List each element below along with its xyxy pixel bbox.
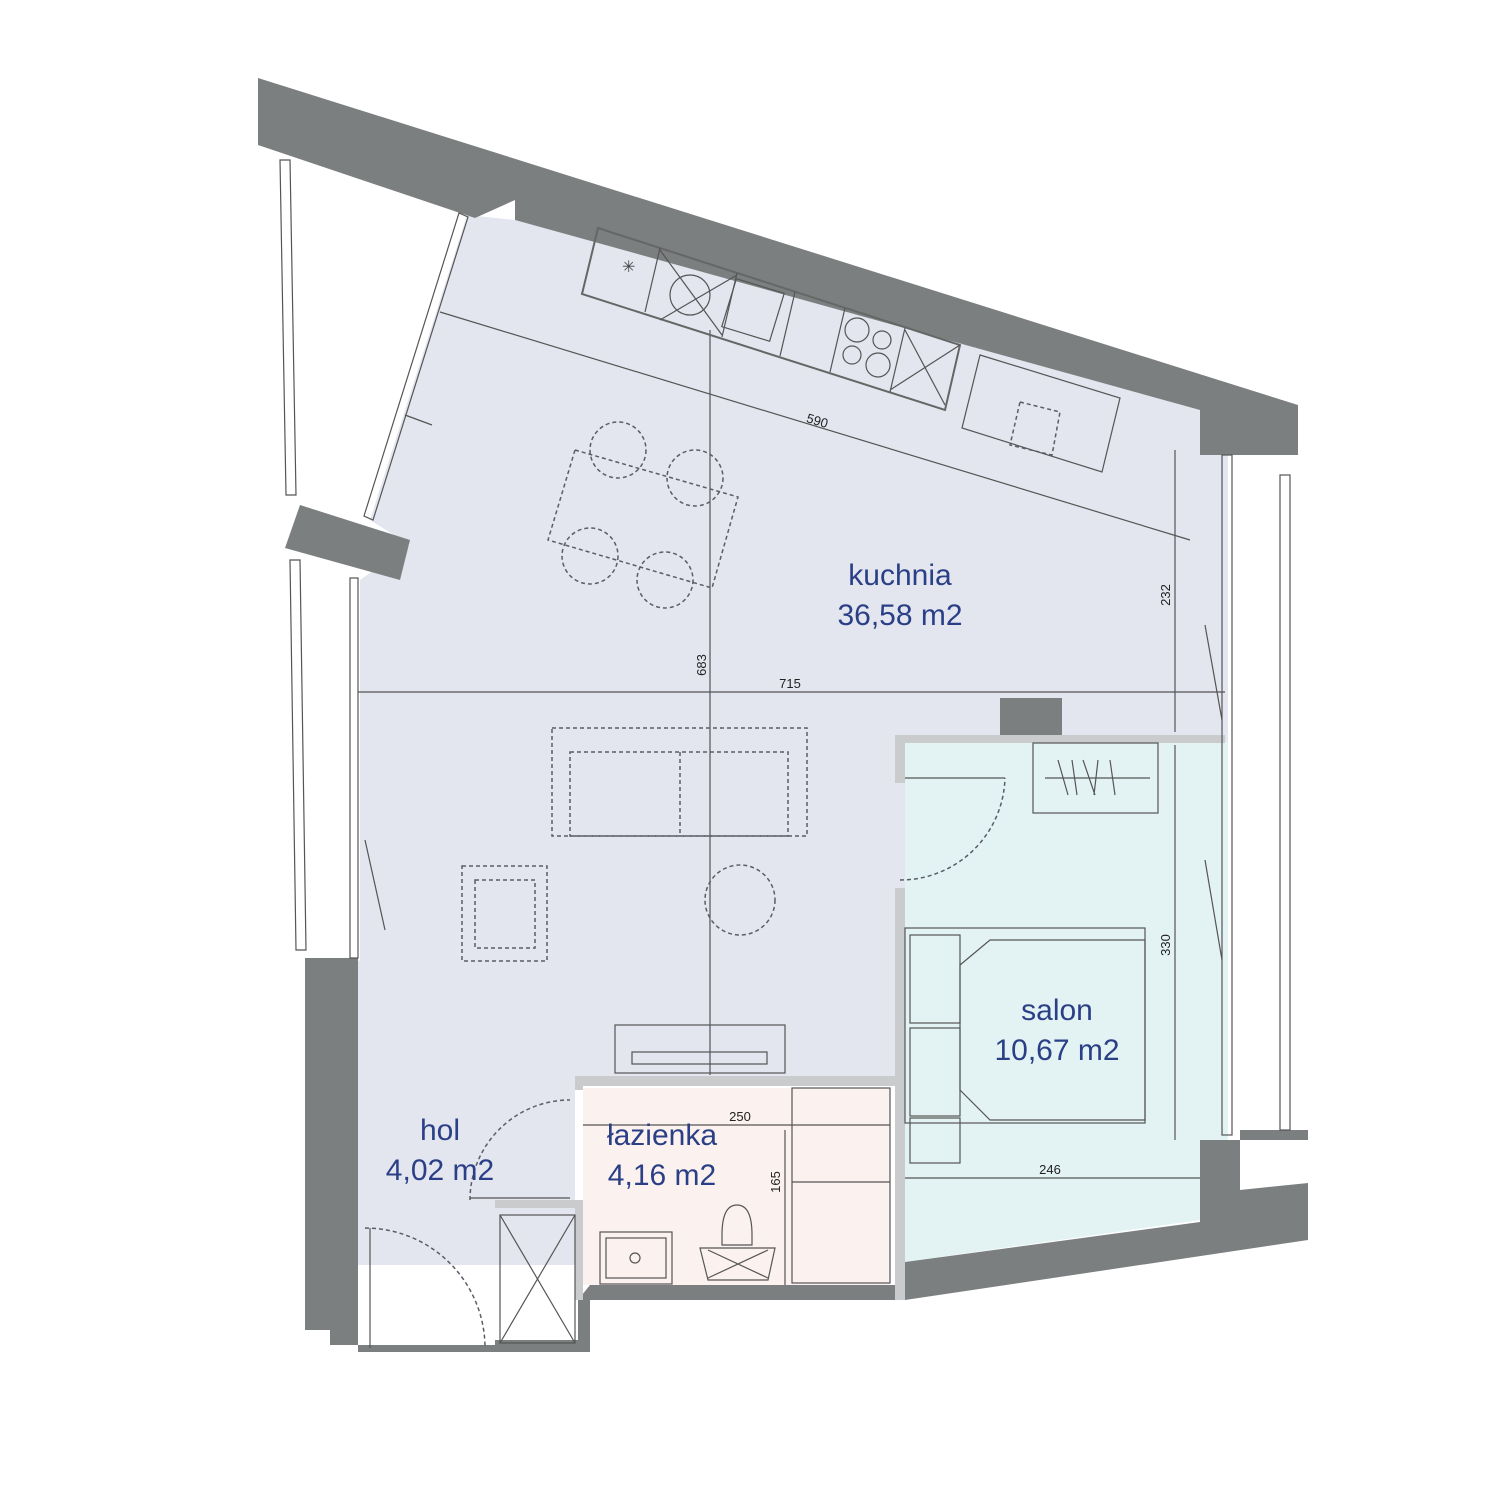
left-lower-wall — [305, 958, 358, 1345]
dim-bath-height: 165 — [768, 1171, 783, 1193]
bed — [904, 927, 1146, 1164]
kitchen-floor — [350, 215, 1228, 1265]
dining-chair — [589, 421, 647, 479]
bedroom-floor — [905, 742, 1228, 1262]
kitchen-area: 36,58 m2 — [837, 599, 962, 632]
dimension-lines — [358, 311, 1225, 1285]
armchair — [461, 865, 548, 962]
bottom-bath-wall — [495, 1285, 905, 1352]
windows — [279, 159, 1291, 1136]
bath-left-wall — [575, 1076, 583, 1090]
dim-diag-top: 590 — [805, 410, 830, 431]
tv-cabinet — [614, 1024, 786, 1074]
sofa — [551, 727, 808, 837]
dim-height-main: 683 — [694, 654, 709, 676]
doors — [364, 414, 1223, 1349]
kitchen-unit: ✳ — [580, 226, 962, 412]
dining-chair — [666, 449, 724, 507]
bedroom-top-wall — [895, 735, 1225, 743]
island-stool — [1009, 401, 1061, 456]
bath-fixtures — [599, 1087, 891, 1285]
bedroom-left-wall — [895, 735, 905, 783]
dim-bedroom-right: 330 — [1158, 934, 1173, 956]
svg-text:✳: ✳ — [622, 257, 635, 276]
dining-table — [547, 449, 739, 589]
bathroom-floor — [583, 1088, 890, 1285]
bath-top-wall — [575, 1076, 905, 1086]
top-wall — [258, 78, 1298, 455]
bathroom-area: 4,16 m2 — [608, 1159, 716, 1192]
bathroom-name: łazienka — [607, 1119, 717, 1152]
interior-column — [1000, 698, 1062, 742]
right-wall-bottom — [1240, 1130, 1308, 1140]
closet-wall — [495, 1200, 575, 1208]
wardrobe — [1032, 742, 1159, 814]
bottom-wall — [358, 1345, 495, 1352]
bottom-right-wall — [905, 1140, 1308, 1300]
bedroom-left-wall-lower — [895, 888, 905, 1300]
bath-left-wall-lower — [575, 1200, 583, 1300]
dim-bath-width: 250 — [729, 1109, 751, 1124]
dim-bedroom-bottom: 246 — [1039, 1162, 1061, 1177]
dining-chair — [636, 551, 694, 609]
bedroom-area: 10,67 m2 — [994, 1034, 1119, 1067]
dining-chair — [561, 527, 619, 585]
dim-width-main: 715 — [779, 676, 801, 691]
kitchen-name: kuchnia — [848, 559, 952, 592]
hall-closet — [499, 1214, 576, 1344]
left-pillar — [285, 505, 410, 580]
kitchen-island — [961, 354, 1121, 473]
coffee-table — [704, 864, 776, 936]
dim-kitchen-right: 232 — [1158, 584, 1173, 606]
hall-area: 4,02 m2 — [386, 1154, 494, 1187]
hall-name: hol — [420, 1114, 460, 1147]
bedroom-name: salon — [1021, 994, 1093, 1027]
right-wall-top — [1200, 445, 1235, 455]
